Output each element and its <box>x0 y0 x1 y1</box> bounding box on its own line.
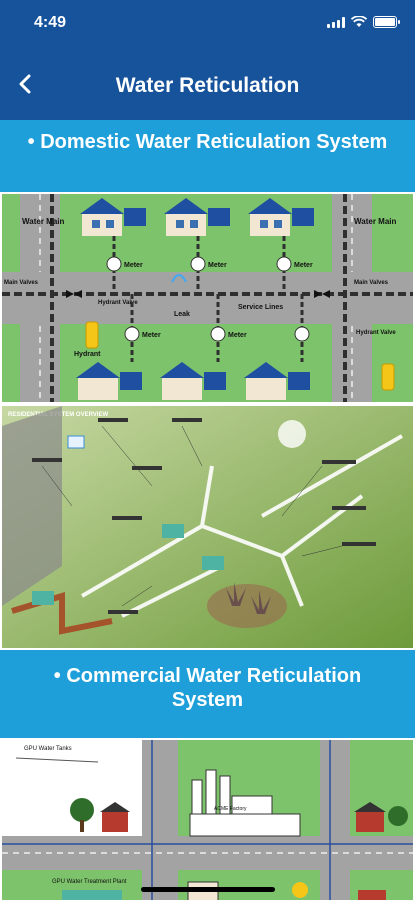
service-lines-label: Service Lines <box>238 304 283 311</box>
house-icon <box>244 362 310 400</box>
house-icon <box>164 198 230 236</box>
house-icon <box>76 362 142 400</box>
chevron-left-icon[interactable] <box>14 72 38 96</box>
section-heading-commercial: • Commercial Water Reticulation System <box>53 665 362 711</box>
battery-icon <box>373 16 400 28</box>
main-valves-label: Main Valves <box>4 280 39 286</box>
meter-label: Meter <box>294 262 313 269</box>
scroll-content[interactable]: • Domestic Water Reticulation System <box>0 120 415 900</box>
house-icon <box>248 198 314 236</box>
meter-label: Meter <box>142 332 161 339</box>
house-icon <box>80 198 146 236</box>
hydrant-valve-label: Hydrant Valve <box>356 330 396 336</box>
domestic-reticulation-diagram: Meter Meter Meter Leak Service Lines Wat… <box>0 192 415 404</box>
home-indicator[interactable] <box>141 887 275 892</box>
meter-label: Meter <box>124 262 143 269</box>
wifi-icon <box>351 16 367 27</box>
signal-icon <box>327 16 345 28</box>
hydrant-valve-label: Hydrant Valve <box>98 300 138 306</box>
residential-system-diagram: RESIDENTIAL SYSTEM OVERVIEW <box>0 404 415 650</box>
treatment-plant-label: GPU Water Treatment Plant <box>52 879 127 885</box>
water-main-label: Water Main <box>22 217 64 226</box>
commercial-reticulation-diagram: GPU Water Tanks ACME Factory GPU Water T… <box>0 738 415 900</box>
meter-label: Meter <box>228 332 247 339</box>
status-time: 4:49 <box>34 14 67 31</box>
hydrant-label: Hydrant <box>74 351 101 358</box>
navigation-bar: Water Reticulation <box>0 44 415 120</box>
water-tank-label: GPU Water Tanks <box>24 746 72 752</box>
main-valves-label: Main Valves <box>354 280 389 286</box>
water-main-label: Water Main <box>354 217 396 226</box>
factory-label: ACME Factory <box>214 806 247 812</box>
leak-label: Leak <box>174 311 190 318</box>
house-icon <box>160 362 226 400</box>
page-title: Water Reticulation <box>115 74 300 97</box>
section-heading-domestic: • Domestic Water Reticulation System <box>27 131 388 153</box>
status-bar: 4:49 <box>0 0 415 44</box>
meter-label: Meter <box>208 262 227 269</box>
status-icons <box>327 16 400 28</box>
